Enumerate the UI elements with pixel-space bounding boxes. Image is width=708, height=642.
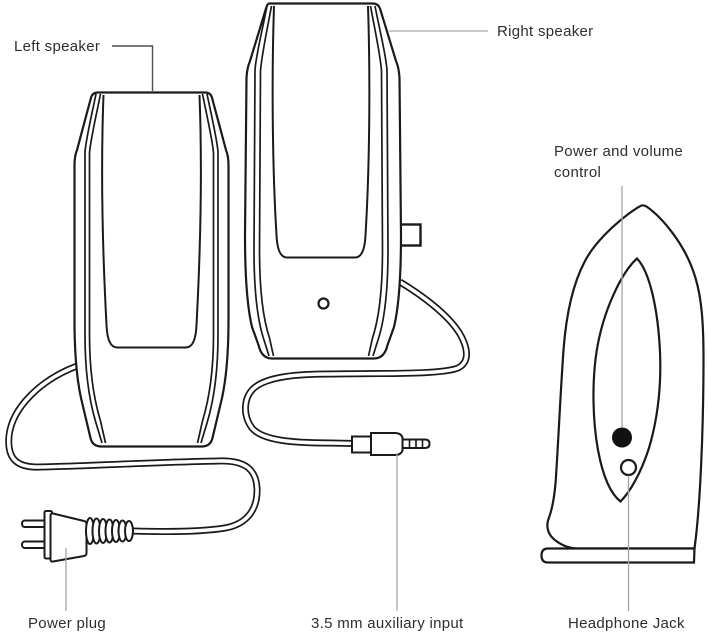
- power-plug: [21, 510, 134, 563]
- left-speaker-outline: [73, 91, 230, 448]
- plug-strain-relief-coils: [85, 517, 134, 545]
- left-speaker-grille: [101, 94, 202, 349]
- side-speaker-base: [540, 547, 696, 564]
- side-speaker-front-edge: [592, 256, 662, 503]
- right-speaker-side-tab: [398, 223, 422, 247]
- power-plug-label: Power plug: [28, 615, 107, 632]
- callout-lines: [65, 30, 630, 611]
- power-volume-label: Power and volume control: [554, 143, 684, 181]
- aux-plug-sleeve: [351, 435, 372, 454]
- plug-prong-bottom: [21, 540, 48, 549]
- aux-cable: [242, 278, 470, 447]
- right-speaker: [243, 2, 422, 360]
- aux-input-label: 3.5 mm auxiliary input: [311, 615, 464, 632]
- right-speaker-grille: [271, 5, 371, 259]
- headphone-jack-port: [619, 458, 638, 477]
- aux-plug: [351, 432, 431, 456]
- right-speaker-outline: [243, 2, 403, 360]
- headphone-jack-label: Headphone Jack: [568, 615, 685, 632]
- right-speaker-label: Right speaker: [497, 23, 594, 40]
- power-cable: [5, 362, 261, 536]
- plug-prong-top: [21, 519, 48, 528]
- left-speaker: [73, 91, 230, 448]
- left-speaker-label: Left speaker: [14, 38, 101, 55]
- power-volume-knob: [612, 427, 632, 448]
- plug-body: [49, 512, 88, 563]
- aux-plug-body: [370, 432, 404, 456]
- left-speaker-callout-line: [112, 45, 154, 91]
- right-speaker-dot: [317, 297, 330, 310]
- side-speaker: [540, 204, 705, 564]
